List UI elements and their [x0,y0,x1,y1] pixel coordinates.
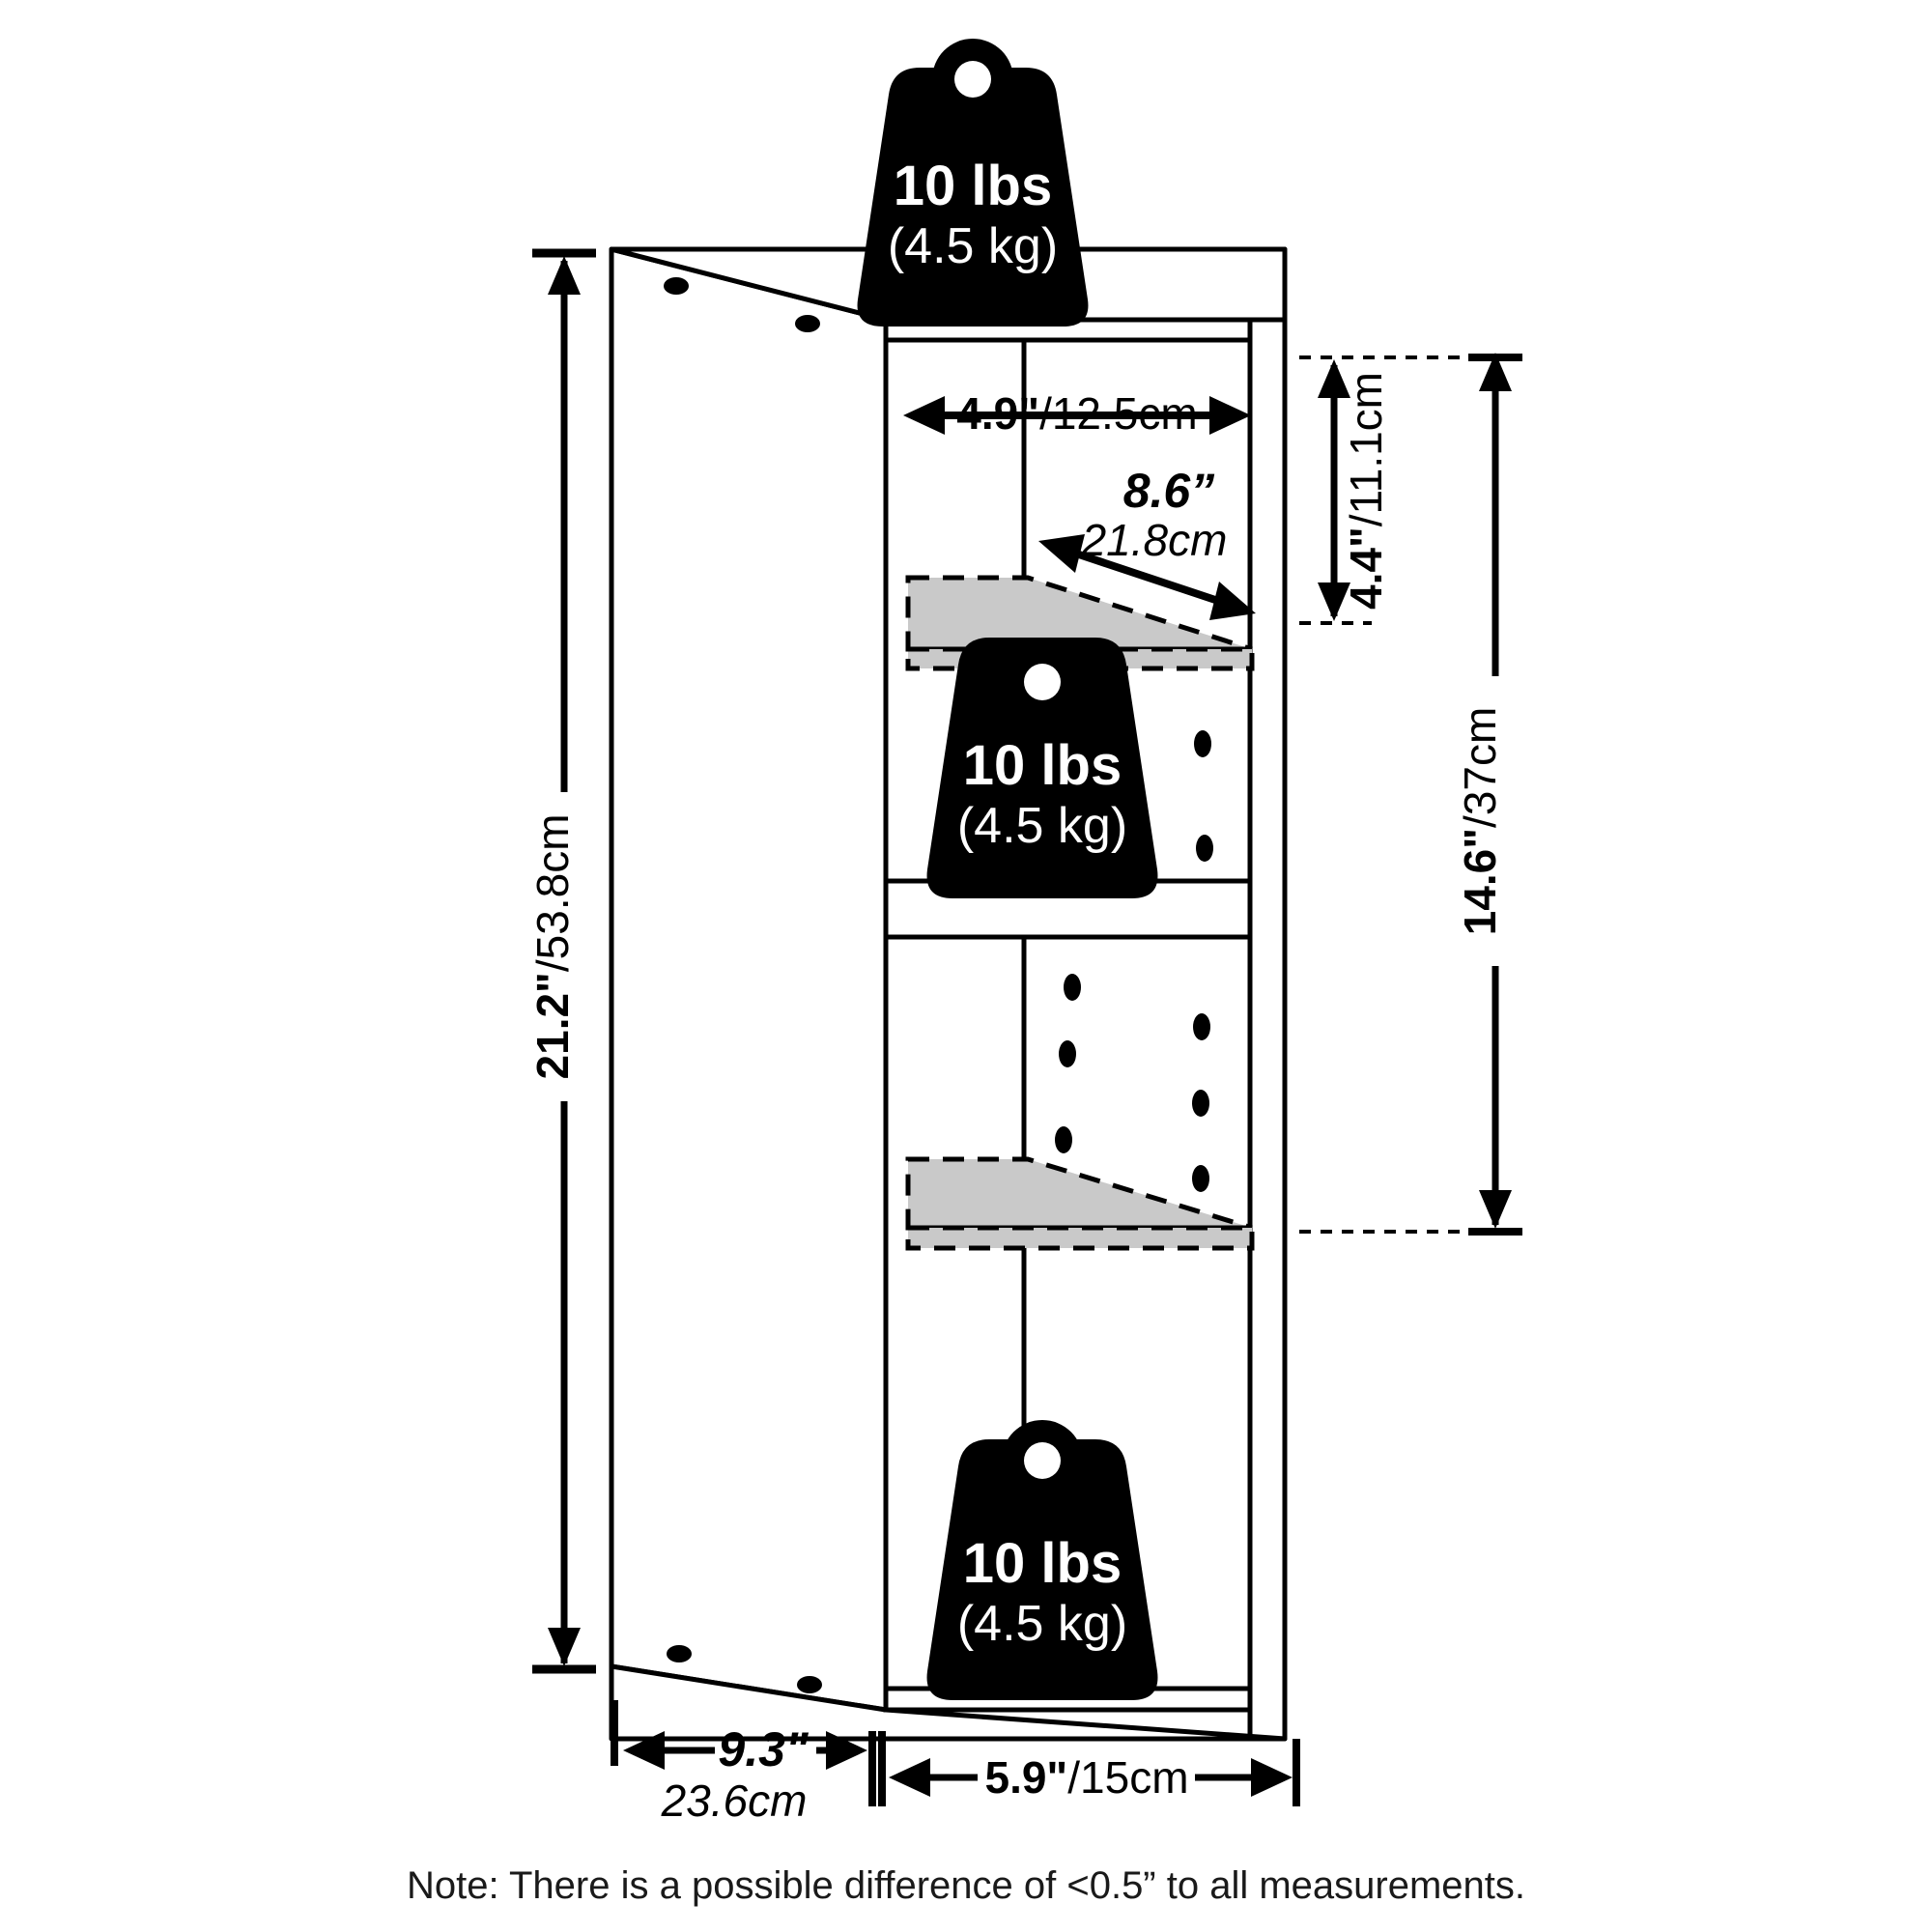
weight-badge-middle-hole [1024,664,1061,700]
measurement-note: Note: There is a possible difference of … [407,1864,1525,1907]
width-plain: /15cm [1067,1752,1188,1803]
weight-badge-middle-body [926,638,1158,898]
shelf-depth-line [1065,547,1229,608]
peg-hole [1059,1040,1076,1067]
width-label: 5.9"/15cm [984,1752,1188,1803]
upper-section-arrow-down [1479,1190,1512,1229]
weight-badge-bottom-body [926,1439,1158,1700]
upper-section-bold: 14.6" [1455,828,1505,935]
interior-width-label: 4.9"/12.5cm [956,388,1197,439]
left-panel [609,246,889,1713]
compartment-height-bold: 4.4" [1341,526,1391,610]
width-arrow-right [1251,1758,1293,1797]
weight-badge-middle-pounds: 10 lbs [963,734,1122,797]
dimension-interior-width [903,396,1251,435]
upper-section-plain: /37cm [1455,707,1505,828]
weight-badge-top-body [857,68,1089,327]
weight-badge-middle-kilograms: (4.5 kg) [957,798,1127,854]
svg-text:21.2": 21.2" [527,972,578,1079]
peg-hole [1194,730,1211,757]
weight-badge-bottom-pounds: 10 lbs [963,1532,1122,1595]
weight-badge-top-hole [954,61,991,98]
peg-hole [1055,1126,1072,1153]
peg-hole [1064,974,1081,1001]
interior-width-arrow-left [903,396,945,435]
dimension-shelf-depth [1038,534,1256,620]
shelf-depth-bold: 8.6” [1123,464,1215,518]
svg-text:4.9"/12.5cm: 4.9"/12.5cm [956,388,1197,439]
depth-plain: 23.6cm [661,1776,808,1826]
depth-arrow-right [826,1731,867,1770]
svg-text:5.9"/15cm: 5.9"/15cm [984,1752,1188,1803]
total-height-arrow-up [548,256,581,295]
depth-bold: 9.3" [718,1722,810,1776]
compartment-height-label: 4.4"/11.1cm [1341,372,1391,610]
weight-badge-bottom-kilograms: (4.5 kg) [957,1596,1127,1652]
weight-badge-middle: 10 lbs (4.5 kg) [926,638,1158,898]
right-edge [1247,246,1288,1742]
total-height-value-bold: 21.2" [527,972,578,1079]
peg-hole [1192,1090,1209,1117]
interior-width-arrow-right [1209,396,1251,435]
peg-hole [1193,1013,1210,1040]
shelf-depth-plain: 21.8cm [1081,515,1228,565]
peg-hole [1196,835,1213,862]
dimension-upper-section-height [1299,353,1522,1236]
shelf-depth-arrow-start [1038,534,1085,573]
width-arrow-left [889,1758,930,1797]
weight-badge-top: 10 lbs (4.5 kg) [857,39,1089,327]
depth-arrow-left [623,1731,665,1770]
weight-badge-top-kilograms: (4.5 kg) [888,218,1058,274]
adjustable-shelf-lower [905,1156,1255,1251]
svg-text:/53.8cm: /53.8cm [527,813,578,972]
svg-text:14.6"/37cm: 14.6"/37cm [1455,707,1505,936]
depth-label: 9.3" 23.6cm [661,1722,810,1826]
dimension-depth [611,1700,876,1806]
dimension-width [878,1731,1300,1806]
shelf-depth-label: 8.6” 21.8cm [1081,464,1228,565]
peg-hole [795,315,820,332]
cabinet-outline [609,246,1288,1742]
interior-width-plain: /12.5cm [1039,388,1198,439]
upper-section-arrow-up [1479,353,1512,391]
weight-badge-bottom-hole [1024,1442,1061,1479]
peg-hole [664,277,689,295]
peg-holes [664,277,1213,1693]
peg-hole [667,1645,692,1662]
compartment-height-plain: /11.1cm [1341,372,1391,526]
weight-badge-bottom: 10 lbs (4.5 kg) [926,1420,1158,1700]
weight-badge-top-pounds: 10 lbs [894,155,1052,217]
interior-width-bold: 4.9" [956,388,1039,439]
total-height-label: 21.2" /53.8cm [527,813,578,1079]
svg-text:4.4"/11.1cm: 4.4"/11.1cm [1341,372,1391,610]
lower-shelf-front [905,1225,1255,1251]
total-height-value-plain: /53.8cm [527,813,578,972]
width-bold: 5.9" [984,1752,1067,1803]
compartment-arrow-down [1318,582,1350,621]
compartment-arrow-up [1318,359,1350,398]
dimension-total-height [532,248,596,1674]
peg-hole [797,1676,822,1693]
cabinet-detail-lines [883,320,1253,1710]
upper-section-height-label: 14.6"/37cm [1455,707,1505,936]
total-height-arrow-down [548,1628,581,1666]
peg-hole [1192,1165,1209,1192]
dimension-compartment-height [1299,355,1492,625]
shelf-depth-arrow-end [1209,582,1256,620]
